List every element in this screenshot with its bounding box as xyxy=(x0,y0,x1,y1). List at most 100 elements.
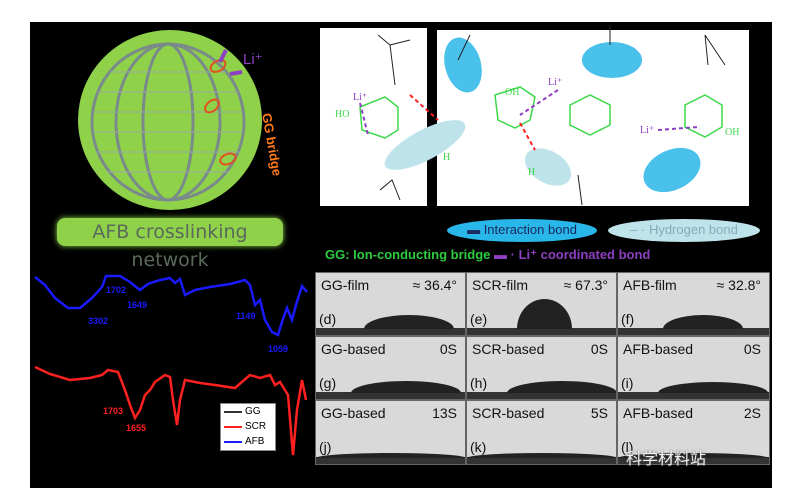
contact-angle-panel: SCR-film ≈ 67.3° (e) xyxy=(466,272,617,336)
legend-item-gg: GG xyxy=(221,404,275,419)
legend-text: SCR xyxy=(245,421,267,432)
li-label: Li⁺ xyxy=(548,77,562,88)
interaction-bond-text: Interaction bond xyxy=(483,222,577,237)
afb-swatch-icon xyxy=(224,440,242,443)
hydrogen-bond-text: Hydrogen bond xyxy=(648,222,738,237)
gg-bridge-label: GG bridge xyxy=(259,112,285,177)
measurement-value: 13S xyxy=(432,405,457,421)
afb-globe-diagram: Li⁺ GG bridge xyxy=(78,30,285,210)
hydrogen-bond-highlight xyxy=(524,148,572,186)
measurement-value: ≈ 32.8° xyxy=(716,277,761,293)
panel-label: (k) xyxy=(470,439,487,455)
sample-name: GG-based xyxy=(321,405,386,421)
droplet xyxy=(364,315,454,329)
globe-parallels xyxy=(93,71,243,173)
globe-sphere xyxy=(78,30,262,210)
hydrogen-label: H xyxy=(528,167,535,178)
afb-peak-label: 1649 xyxy=(127,300,148,310)
ftir-legend: GG SCR AFB xyxy=(220,403,276,451)
sample-name: SCR-based xyxy=(472,341,545,357)
substrate xyxy=(467,392,616,399)
gg-bridge-text: GG: Ion-conducting bridge xyxy=(325,247,491,262)
substrate xyxy=(467,457,616,464)
afb-network-label: AFB crosslinking network xyxy=(57,218,283,271)
afb-peak-label: 1059 xyxy=(268,344,289,354)
measurement-value: 0S xyxy=(439,341,457,357)
sample-name: SCR-based xyxy=(472,405,545,421)
gg-bridge-rings xyxy=(204,59,237,166)
droplet xyxy=(618,453,768,458)
afb-spectrum-line xyxy=(34,274,308,337)
sample-name: GG-film xyxy=(321,277,370,293)
globe-meridians xyxy=(90,42,246,202)
substrate xyxy=(316,392,465,399)
hydrogen-bond-dash-icon: – · xyxy=(630,222,649,237)
chemical-structure: Li⁺ Li⁺ Li⁺ HO OH OH H H xyxy=(335,25,739,206)
interaction-bond-highlight xyxy=(643,147,701,193)
afb-peak-label: 3302 xyxy=(88,316,109,326)
contact-angle-panel: GG-film ≈ 36.4° (d) xyxy=(315,272,466,336)
panel-label: (j) xyxy=(319,439,332,455)
substrate xyxy=(618,457,769,464)
substrate xyxy=(316,457,465,464)
hydroxyl-label: HO xyxy=(335,109,349,120)
contact-angle-panel: GG-based 13S (j) xyxy=(315,400,466,465)
sample-name: GG-based xyxy=(321,341,386,357)
legend-item-afb: AFB xyxy=(221,434,275,449)
substrate xyxy=(467,328,616,335)
li-label: Li⁺ xyxy=(640,125,654,136)
interaction-bond-legend: ▬ Interaction bond xyxy=(447,219,597,242)
interaction-bond-highlight xyxy=(444,37,482,93)
contact-angle-panel: AFB-based 2S (l) xyxy=(617,400,770,465)
panel-label: (d) xyxy=(319,311,337,327)
scr-peak-label: 1703 xyxy=(103,406,124,416)
ftir-spectra xyxy=(34,274,308,456)
sample-name: AFB-film xyxy=(623,277,677,293)
sample-name: AFB-based xyxy=(623,405,694,421)
bond-lines xyxy=(359,89,699,151)
hydrogen-label: H xyxy=(443,152,450,163)
droplet xyxy=(507,381,616,393)
measurement-value: 0S xyxy=(743,341,761,357)
scr-swatch-icon xyxy=(224,425,242,428)
hydrogen-bond-legend: – · Hydrogen bond xyxy=(608,219,760,242)
contact-angle-panel: AFB-based 0S (i) xyxy=(617,336,770,400)
li-bond-dash-icon: ▬ · xyxy=(494,247,519,262)
hydroxyl-label: OH xyxy=(505,87,519,98)
droplet xyxy=(517,299,572,329)
watermark: 科学材料站 xyxy=(626,451,707,468)
droplet xyxy=(663,315,743,329)
hydrogen-bond-highlight xyxy=(384,120,466,170)
droplet xyxy=(316,453,465,458)
panel-label: (h) xyxy=(470,375,488,391)
acetyl-groups xyxy=(377,25,726,206)
gg-li-legend: GG: Ion-conducting bridge ▬ · Li⁺ coordi… xyxy=(325,247,650,263)
sugar-rings xyxy=(359,86,723,139)
scr-spectrum-line xyxy=(34,365,308,456)
scr-peak-label: 1655 xyxy=(126,423,147,433)
legend-text: AFB xyxy=(245,436,265,447)
panel-label: (l) xyxy=(621,439,634,455)
droplet xyxy=(467,453,616,458)
sample-name: AFB-based xyxy=(623,341,694,357)
panel-label: (g) xyxy=(319,375,337,391)
contact-angle-panel: GG-based 0S (g) xyxy=(315,336,466,400)
substrate xyxy=(618,392,769,399)
measurement-value: 2S xyxy=(743,405,761,421)
substrate xyxy=(618,328,769,335)
legend-text: GG xyxy=(245,406,261,417)
panel-label: (e) xyxy=(470,311,488,327)
gg-swatch-icon xyxy=(224,410,242,413)
hydroxyl-label: OH xyxy=(725,127,739,138)
li-label: Li⁺ xyxy=(353,92,367,103)
li-ion-marker xyxy=(218,49,243,76)
substrate xyxy=(316,328,465,335)
measurement-value: 5S xyxy=(590,405,608,421)
li-bond-text: Li⁺ coordinated bond xyxy=(518,247,651,262)
interaction-bond-highlight xyxy=(582,42,642,78)
afb-peak-label: 1149 xyxy=(236,311,256,321)
droplet xyxy=(658,382,768,393)
contact-angle-panel: SCR-based 5S (k) xyxy=(466,400,617,465)
structure-panel-left xyxy=(320,28,427,206)
panel-label: (f) xyxy=(621,311,635,327)
